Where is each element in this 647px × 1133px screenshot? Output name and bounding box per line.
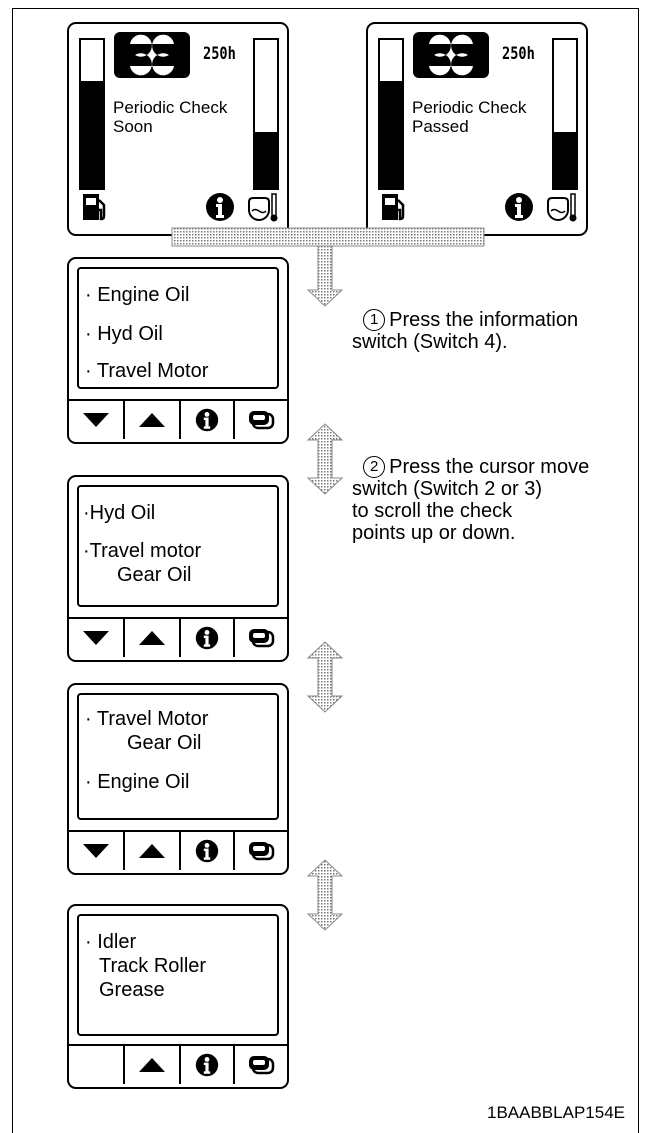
list-item: ·Travel motor xyxy=(83,540,202,562)
screen-switch-icon[interactable] xyxy=(233,832,287,870)
figure-frame xyxy=(12,8,639,1133)
step-text: Press the information switch (Switch 4). xyxy=(352,309,579,353)
fuel-gauge-fill xyxy=(81,81,103,188)
list-item: · Engine Oil xyxy=(85,284,190,306)
wrench-icon xyxy=(114,32,190,78)
double-flow-arrow xyxy=(306,423,344,495)
list-item-continuation: Track Roller xyxy=(99,955,207,977)
display-panel-check-soon: 250h Periodic Check Soon xyxy=(67,22,289,236)
step-number: 2 xyxy=(363,456,386,478)
coolant-temperature-icon xyxy=(544,190,578,229)
fuel-gauge xyxy=(378,38,404,190)
up-arrow-icon[interactable] xyxy=(123,1046,179,1084)
divider xyxy=(67,399,289,401)
message-line-1: Periodic Check xyxy=(113,98,228,117)
list-item: · Travel Motor xyxy=(85,708,209,730)
message-line-1: Periodic Check xyxy=(412,98,527,117)
divider xyxy=(67,1044,289,1046)
info-icon[interactable] xyxy=(179,619,233,657)
up-arrow-icon[interactable] xyxy=(123,401,179,439)
down-arrow-icon[interactable] xyxy=(69,832,123,870)
step-text: Press the cursor move switch (Switch 2 o… xyxy=(352,456,590,544)
hours-readout: 250h xyxy=(502,44,535,64)
list-item-continuation: Grease xyxy=(99,979,165,1001)
check-list-screen-3: · Travel Motor Gear Oil · Engine Oil xyxy=(67,683,289,875)
up-arrow-icon[interactable] xyxy=(123,619,179,657)
flow-arrows xyxy=(171,227,485,931)
list-item: · Idler xyxy=(85,931,137,953)
down-flow-arrow xyxy=(306,245,344,307)
switch-row xyxy=(69,401,287,439)
info-icon[interactable] xyxy=(179,1046,233,1084)
blank-switch[interactable] xyxy=(69,1046,123,1084)
switch-row xyxy=(69,1046,287,1084)
fuel-gauge xyxy=(79,38,105,190)
info-icon[interactable] xyxy=(179,401,233,439)
check-list-screen-2: ·Hyd Oil ·Travel motor Gear Oil xyxy=(67,475,289,662)
divider xyxy=(67,617,289,619)
double-flow-arrow xyxy=(306,641,344,713)
list-item-continuation: Gear Oil xyxy=(127,732,202,754)
connector-bar xyxy=(171,227,485,247)
hours-readout: 250h xyxy=(203,44,236,64)
down-arrow-icon[interactable] xyxy=(69,401,123,439)
list-item: · Hyd Oil xyxy=(85,323,163,345)
temperature-gauge xyxy=(552,38,578,190)
screen-display: · Travel Motor Gear Oil · Engine Oil xyxy=(77,693,279,820)
step-number: 1 xyxy=(363,309,386,331)
up-arrow-icon[interactable] xyxy=(123,832,179,870)
screen-display: · Idler Track Roller Grease xyxy=(77,914,279,1036)
fuel-pump-icon xyxy=(380,192,408,229)
screen-display: · Engine Oil · Hyd Oil · Travel Motor xyxy=(77,267,279,389)
divider xyxy=(67,830,289,832)
list-item: · Travel Motor xyxy=(85,360,209,382)
screen-switch-icon[interactable] xyxy=(233,619,287,657)
message-line-2: Soon xyxy=(113,117,153,136)
double-flow-arrow xyxy=(306,859,344,931)
figure-code: 1BAABBLAP154E xyxy=(487,1103,625,1122)
check-list-screen-1: · Engine Oil · Hyd Oil · Travel Motor xyxy=(67,257,289,444)
info-icon[interactable] xyxy=(179,832,233,870)
screen-switch-icon[interactable] xyxy=(233,401,287,439)
switch-row xyxy=(69,619,287,657)
down-arrow-icon[interactable] xyxy=(69,619,123,657)
temperature-gauge-fill xyxy=(255,131,277,188)
wrench-icon xyxy=(413,32,489,78)
switch-row xyxy=(69,832,287,870)
temperature-gauge xyxy=(253,38,279,190)
temperature-gauge-fill xyxy=(554,131,576,188)
fuel-gauge-fill xyxy=(380,81,402,188)
screen-display: ·Hyd Oil ·Travel motor Gear Oil xyxy=(77,485,279,607)
coolant-temperature-icon xyxy=(245,190,279,229)
info-icon xyxy=(504,192,534,227)
list-item: ·Hyd Oil xyxy=(83,502,156,524)
fuel-pump-icon xyxy=(81,192,109,229)
check-list-screen-4: · Idler Track Roller Grease xyxy=(67,904,289,1089)
message-line-2: Passed xyxy=(412,117,469,136)
list-item-continuation: Gear Oil xyxy=(117,564,192,586)
info-icon xyxy=(205,192,235,227)
display-panel-check-passed: 250h Periodic Check Passed xyxy=(366,22,588,236)
screen-switch-icon[interactable] xyxy=(233,1046,287,1084)
list-item: · Engine Oil xyxy=(85,771,190,793)
